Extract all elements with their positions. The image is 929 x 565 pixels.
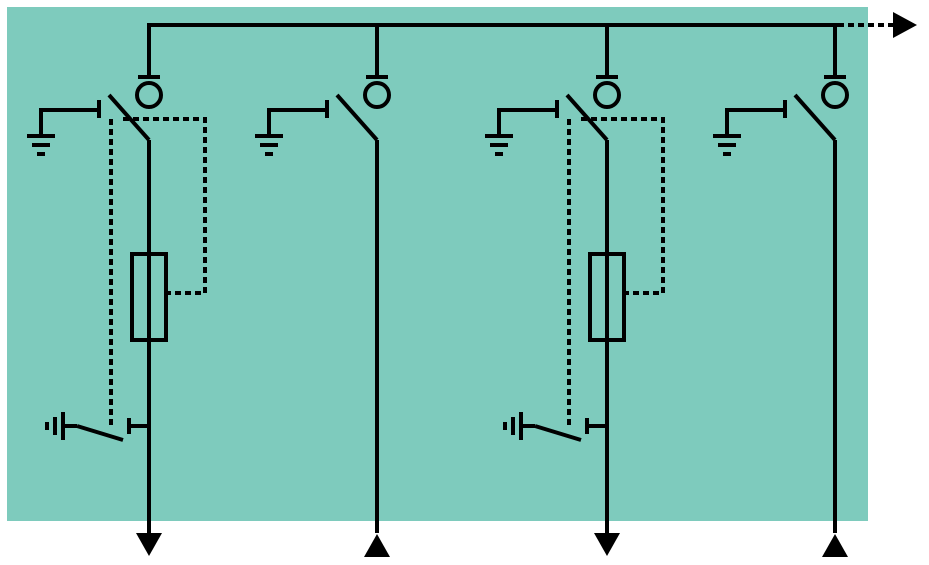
feeder-4 — [713, 25, 849, 557]
earth-lead — [725, 100, 787, 135]
connector-circle-icon — [135, 81, 163, 109]
feeder-2 — [255, 25, 391, 557]
connector-circle-icon — [363, 81, 391, 109]
feeder-1 — [27, 25, 207, 556]
fuse-trip-link-dotted — [581, 117, 665, 295]
switchgear-panel-background — [7, 7, 868, 521]
earth-switch-blade — [534, 424, 582, 442]
feeder-3 — [485, 25, 665, 556]
connector-circle-icon — [593, 81, 621, 109]
earth-switch-blade — [76, 424, 124, 442]
outgoing-arrow-icon — [594, 533, 620, 556]
outgoing-arrow-icon — [136, 533, 162, 556]
incoming-arrow-icon — [822, 534, 848, 557]
busbar-extension-arrow-icon — [893, 12, 917, 38]
fuse-trip-link-dotted — [123, 117, 207, 295]
fuse-icon — [130, 252, 168, 342]
earth-lead — [39, 100, 101, 135]
switch-blade — [335, 93, 379, 142]
earth-lead — [497, 100, 559, 135]
incoming-arrow-icon — [364, 534, 390, 557]
connector-circle-icon — [821, 81, 849, 109]
switch-blade — [793, 93, 837, 142]
earth-lead — [267, 100, 329, 135]
fuse-icon — [588, 252, 626, 342]
